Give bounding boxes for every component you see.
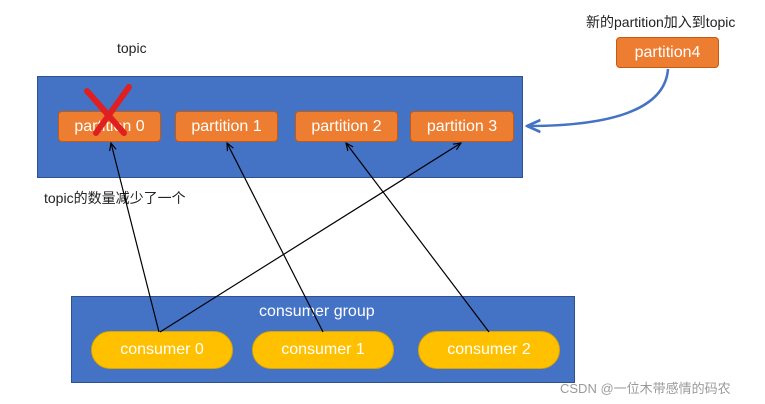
consumer-1: consumer 1 [252, 331, 394, 369]
topic-title: topic [117, 40, 147, 56]
consumer-group-title: consumer group [259, 303, 375, 320]
consumer-2: consumer 2 [418, 331, 560, 369]
new-partition-caption: 新的partition加入到topic [586, 14, 736, 30]
partition-3: partition 3 [410, 111, 514, 142]
partition-2: partition 2 [295, 111, 398, 142]
new-partition: partition4 [616, 37, 719, 68]
watermark: CSDN @一位木带感情的码农 [560, 381, 731, 396]
topic-note: topic的数量减少了一个 [44, 190, 186, 206]
consumer-0: consumer 0 [91, 331, 233, 369]
partition-0: partition 0 [58, 111, 161, 142]
insert-arrow [527, 68, 670, 126]
partition-1: partition 1 [175, 111, 278, 142]
